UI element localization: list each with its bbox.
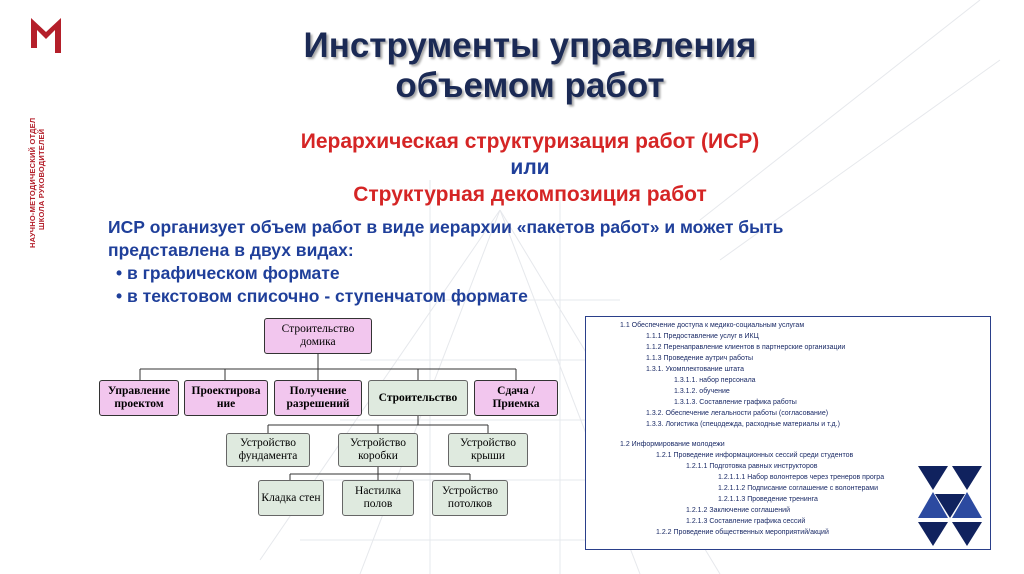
organization-logo xyxy=(31,18,61,53)
wbs-node-level2: Устройство коробки xyxy=(338,433,418,467)
wbs-list-item: 1.1.1 Предоставление услуг в ИКЦ xyxy=(646,333,759,340)
title-line1: Инструменты управления xyxy=(303,26,757,65)
page-title: Инструменты управления объемом работ xyxy=(180,26,880,106)
wbs-list-item: 1.2.1.1.1 Набор волонтеров через тренеро… xyxy=(718,474,885,481)
wbs-node-level1: Проектирова ние xyxy=(184,380,268,416)
wbs-list-item: 1.2 Информирование молодежи xyxy=(620,441,725,448)
wbs-list-item: 1.1 Обеспечение доступа к медико-социаль… xyxy=(620,322,805,329)
wbs-root-node: Строительство домика xyxy=(264,318,372,354)
subtitle-or: или xyxy=(510,156,550,179)
wbs-node-level1: Получение разрешений xyxy=(274,380,362,416)
wbs-list-item: 1.3.1.2. обучение xyxy=(674,388,730,395)
wbs-list-item: 1.2.2 Проведение общественных мероприяти… xyxy=(656,529,829,536)
wbs-list-item: 1.3.1.1. набор персонала xyxy=(674,377,756,384)
wbs-list-item: 1.3.3. Логистика (спецодежда, расходные … xyxy=(646,421,840,428)
description-bullets: в графическом формате в текстовом списоч… xyxy=(116,262,528,308)
description-text: ИСР организует объем работ в виде иерарх… xyxy=(108,216,783,262)
wbs-list-item: 1.2.1.1 Подготовка равных инструкторов xyxy=(686,463,818,470)
wbs-node-level2: Устройство крыши xyxy=(448,433,528,467)
subtitle-line2: Структурная декомпозиция работ xyxy=(353,183,707,206)
wbs-list-item: 1.2.1.2 Заключение соглашений xyxy=(686,507,790,514)
subtitle-line1: Иерархическая структуризация работ (ИСР) xyxy=(300,130,760,153)
bullet-item: в графическом формате xyxy=(116,262,528,285)
wbs-node-level1: Управление проектом xyxy=(99,380,179,416)
wbs-list-item: 1.1.3 Проведение аутрич работы xyxy=(646,355,753,362)
wbs-node-level2: Устройство фундамента xyxy=(226,433,310,467)
wbs-list-item: 1.2.1.3 Составление графика сессий xyxy=(686,518,806,525)
wbs-list-item: 1.2.1.1.3 Проведение тренинга xyxy=(718,496,818,503)
description-line2: представлена в двух видах: xyxy=(108,240,354,260)
wbs-list-item: 1.3.2. Обеспечение легальности работы (с… xyxy=(646,410,829,417)
description-line1: ИСР организует объем работ в виде иерарх… xyxy=(108,217,784,237)
wbs-node-level3: Устройство потолков xyxy=(432,480,508,516)
wbs-node-level3: Настилка полов xyxy=(342,480,414,516)
decorative-triangles xyxy=(918,466,982,546)
wbs-node-level3: Кладка стен xyxy=(258,480,324,516)
title-line2: объемом работ xyxy=(395,66,665,105)
bullet-item: в текстовом списочно - ступенчатом форма… xyxy=(116,285,528,308)
wbs-list-item: 1.2.1 Проведение информационных сессий с… xyxy=(656,452,854,459)
wbs-list-item: 1.1.2 Перенаправление клиентов в партнер… xyxy=(646,344,846,351)
wbs-node-level1: Строительство xyxy=(368,380,468,416)
wbs-list-item: 1.3.1. Укомплектование штата xyxy=(646,366,745,373)
wbs-node-level1: Сдача / Приемка xyxy=(474,380,558,416)
wbs-list-item: 1.3.1.3. Составление графика работы xyxy=(674,399,797,406)
wbs-list-item: 1.2.1.1.2 Подписание соглашение с волонт… xyxy=(718,485,878,492)
